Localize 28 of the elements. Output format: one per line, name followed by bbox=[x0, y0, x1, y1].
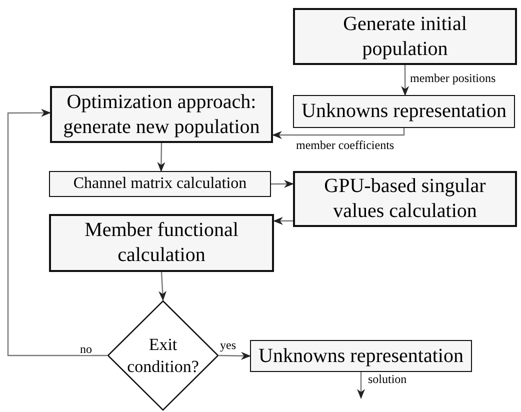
arrow bbox=[157, 143, 166, 172]
node-text: Exit condition? bbox=[126, 334, 200, 377]
node-text: Unknowns representation bbox=[302, 99, 506, 124]
arrow bbox=[357, 372, 365, 399]
edge-label: solution bbox=[368, 373, 407, 385]
arrow bbox=[271, 180, 294, 188]
arrow bbox=[273, 216, 293, 225]
node-text: Unknowns representation bbox=[258, 344, 464, 368]
node-text: Member functional calculation bbox=[84, 218, 240, 268]
process-box bbox=[49, 171, 271, 197]
process-box bbox=[293, 95, 515, 128]
node-text: Generate initial population bbox=[342, 12, 468, 62]
arrow bbox=[401, 65, 410, 96]
process-box bbox=[293, 8, 517, 65]
edge-label: member positions bbox=[410, 72, 496, 84]
node-text: Channel matrix calculation bbox=[73, 174, 247, 194]
node-text: GPU-based singular values calculation bbox=[323, 174, 487, 224]
process-box bbox=[49, 214, 274, 272]
edge-label: member coefficients bbox=[296, 139, 394, 151]
arrow bbox=[7, 108, 107, 356]
arrow bbox=[272, 128, 405, 140]
process-box bbox=[293, 171, 517, 227]
arrow bbox=[158, 272, 167, 301]
arrow bbox=[218, 352, 251, 360]
node-text: Optimization approach: generate new population bbox=[62, 90, 261, 140]
process-box bbox=[250, 340, 472, 372]
process-box bbox=[50, 86, 273, 143]
decision-diamond bbox=[107, 300, 219, 411]
